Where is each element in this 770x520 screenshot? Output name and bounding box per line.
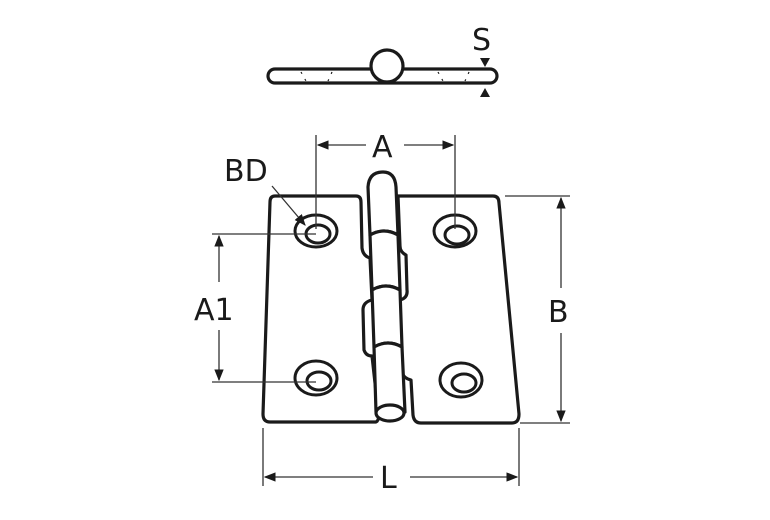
dimension-a <box>315 135 456 229</box>
label-b: B <box>548 295 569 330</box>
dimension-l <box>262 428 520 486</box>
label-s: S <box>472 23 491 58</box>
knuckle-2 <box>370 284 404 349</box>
pin-top <box>366 170 400 237</box>
pin-profile <box>369 48 405 84</box>
right-leaf <box>396 194 521 425</box>
pin-end <box>374 403 406 423</box>
hole-bottom-right <box>438 361 484 399</box>
label-a1: A1 <box>194 293 234 328</box>
hole-bottom-left <box>293 359 339 397</box>
left-leaf <box>261 194 381 424</box>
hidden-hole-lines <box>300 71 470 82</box>
knuckle-1 <box>368 229 402 292</box>
front-view: BD A A1 <box>194 130 570 496</box>
dimension-a1 <box>212 233 316 383</box>
label-l: L <box>380 461 397 496</box>
bd-leader <box>271 185 306 226</box>
label-a: A <box>372 130 393 165</box>
thickness-dimension <box>480 58 490 97</box>
side-view: S <box>266 23 499 97</box>
label-bd: BD <box>224 154 268 189</box>
knuckle-3 <box>372 341 407 414</box>
dimension-b <box>505 195 570 424</box>
